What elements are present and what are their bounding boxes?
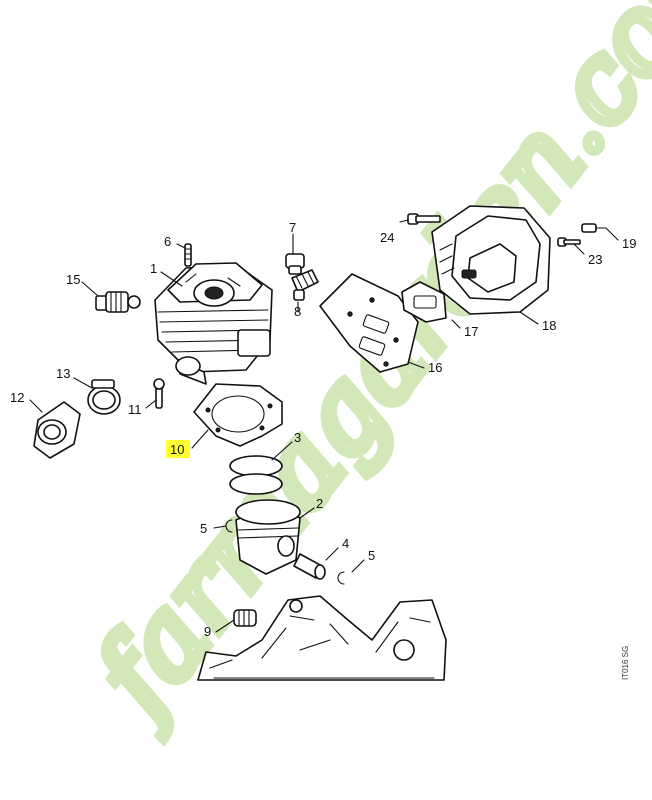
part-16-gasket bbox=[319, 273, 419, 373]
callout-9: 9 bbox=[204, 624, 211, 639]
part-17-gasket bbox=[401, 281, 447, 323]
part-12-intake bbox=[33, 401, 81, 459]
callout-23: 23 bbox=[588, 252, 602, 267]
callout-17: 17 bbox=[464, 324, 478, 339]
callout-5b: 5 bbox=[368, 548, 375, 563]
part-10-base-gasket bbox=[193, 383, 283, 447]
part-3-rings bbox=[229, 455, 283, 495]
part-13-clamp bbox=[87, 379, 121, 415]
callout-10: 10 bbox=[170, 442, 184, 457]
callout-labels: 1 2 3 4 5 5 6 7 8 9 10 11 12 13 15 16 17… bbox=[10, 220, 636, 639]
callout-5a: 5 bbox=[200, 521, 207, 536]
part-11-screw bbox=[153, 378, 165, 409]
callout-13: 13 bbox=[56, 366, 70, 381]
callout-8: 8 bbox=[294, 304, 301, 319]
callout-3: 3 bbox=[294, 430, 301, 445]
callout-2: 2 bbox=[316, 496, 323, 511]
callout-18: 18 bbox=[542, 318, 556, 333]
callout-7: 7 bbox=[289, 220, 296, 235]
callout-15: 15 bbox=[66, 272, 80, 287]
crankcase bbox=[197, 595, 447, 681]
callout-12: 12 bbox=[10, 390, 24, 405]
part-1-cylinder bbox=[154, 262, 273, 385]
callout-4: 4 bbox=[342, 536, 349, 551]
part-4-pin bbox=[293, 553, 326, 580]
part-5-circlip-right bbox=[337, 571, 345, 585]
part-24-bolt bbox=[407, 213, 441, 225]
part-6-stud bbox=[184, 243, 192, 267]
callout-24: 24 bbox=[380, 230, 394, 245]
part-9-needle-cage bbox=[233, 609, 257, 627]
part-19-screw bbox=[581, 223, 607, 233]
callout-19: 19 bbox=[622, 236, 636, 251]
leader-lines bbox=[29, 219, 619, 633]
callout-1: 1 bbox=[150, 261, 157, 276]
part-2-piston bbox=[235, 499, 301, 575]
callout-11: 11 bbox=[128, 402, 142, 417]
part-7-plug-cap bbox=[285, 253, 305, 275]
reference-code: IT016 SG bbox=[621, 646, 630, 680]
part-18-muffler bbox=[431, 205, 551, 315]
part-15-valve bbox=[95, 291, 141, 313]
callout-10-highlight bbox=[166, 440, 190, 458]
callout-16: 16 bbox=[428, 360, 442, 375]
part-23-screw bbox=[557, 237, 581, 247]
part-8-spark-plug bbox=[291, 269, 319, 301]
callout-6: 6 bbox=[164, 234, 171, 249]
